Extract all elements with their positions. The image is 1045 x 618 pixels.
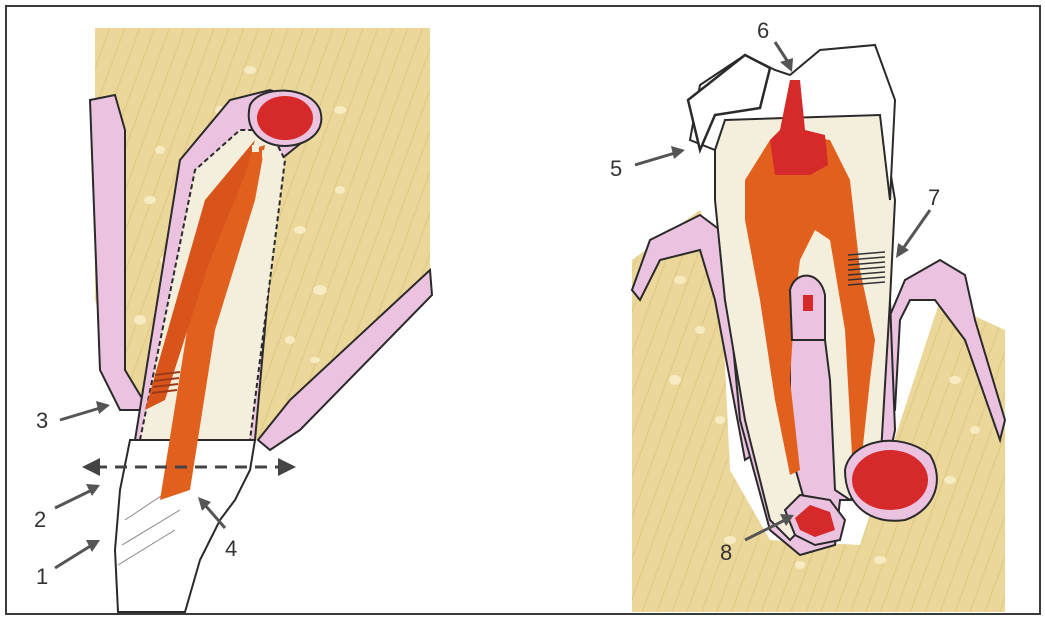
left-lesion-spot-1 [262,150,270,158]
left-lesion-spot-2 [252,145,259,152]
callout-label-6: 6 [757,18,769,43]
left-tooth-diagram [82,28,432,612]
left-lesion-core [257,96,313,140]
callout-label-7: 7 [928,185,940,210]
callout-label-2: 2 [34,507,46,532]
callout-3: 3 [36,401,110,433]
callout-1: 1 [36,540,100,589]
callout-5: 5 [610,146,685,181]
left-reference-arrowhead-left [82,458,100,476]
callout-label-1: 1 [36,564,48,589]
right-tooth-diagram [632,45,1005,612]
left-reference-arrowhead-right [278,458,296,476]
callout-label-5: 5 [610,156,622,181]
callout-7: 7 [896,185,940,258]
callout-label-4: 4 [225,536,237,561]
right-septum-spot [803,295,813,311]
callout-2: 2 [34,484,100,532]
callout-label-8: 8 [720,540,732,565]
callout-label-3: 3 [36,408,48,433]
right-periapical-lesion-core [852,450,928,510]
